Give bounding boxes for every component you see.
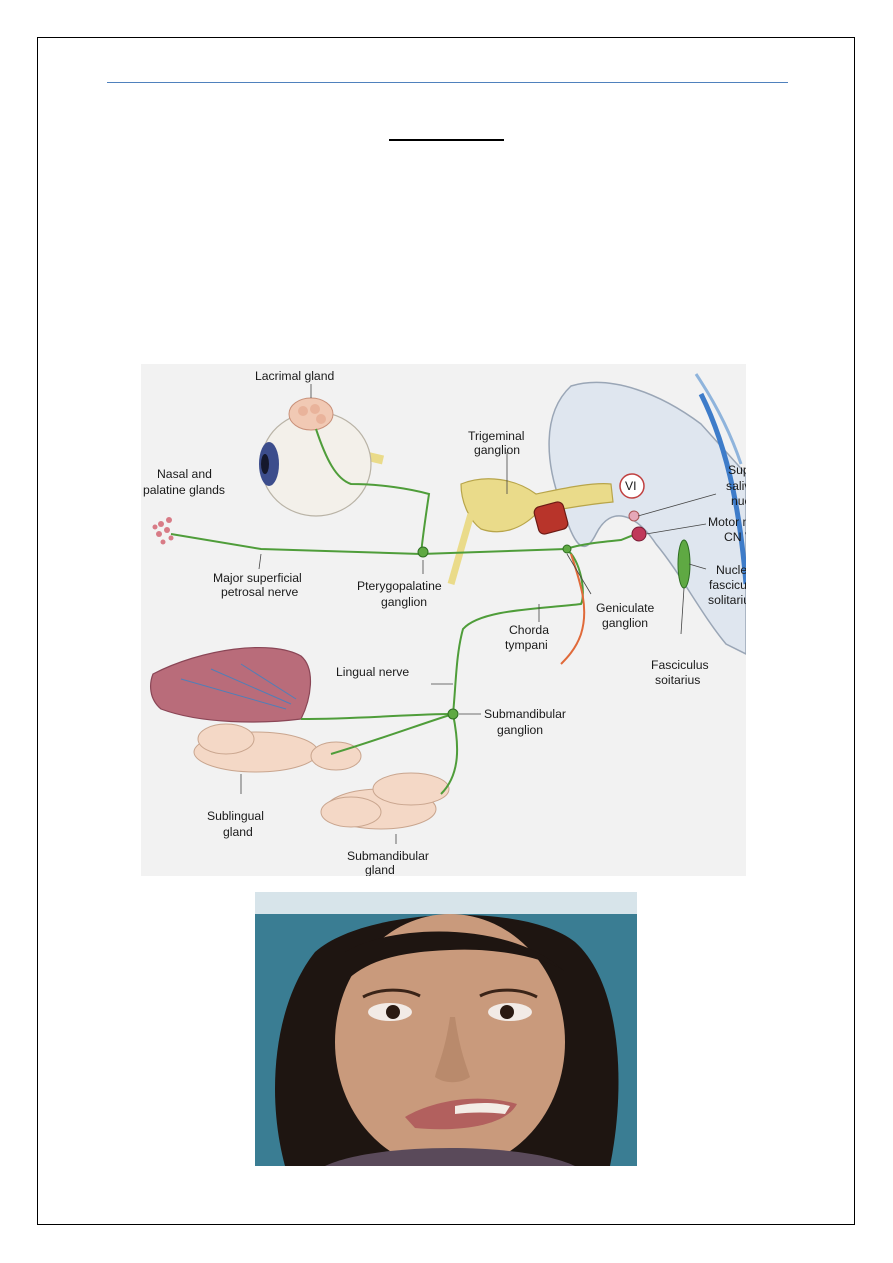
parasympathetic-nerves: [170, 428, 642, 795]
label-fasciculus-soitarius: Fasciculus: [651, 658, 709, 672]
label-pterygopalatine: Pterygopalatine: [357, 579, 442, 593]
patient-photo-svg: [255, 892, 637, 1166]
label-nasal-palatine: Nasal and: [157, 467, 212, 481]
sublingual-gland: [193, 723, 362, 773]
trigeminal-ganglion: [364, 451, 614, 585]
submandibular-gland: [320, 772, 450, 830]
label-geniculate-2: ganglion: [602, 616, 648, 630]
label-submandibular-ganglion-2: ganglion: [497, 723, 543, 737]
label-superior-salivatory: Superior: [728, 463, 746, 477]
chorda-tympani-fiber: [560, 553, 586, 665]
page-border: [37, 37, 855, 1225]
label-chorda-2: tympani: [505, 638, 548, 652]
label-submandibular-ganglion: Submandibular: [484, 707, 566, 721]
label-cn-vi: VI: [625, 479, 637, 493]
nose: [435, 1017, 470, 1083]
label-major-petrosal: Major superficial: [213, 571, 302, 585]
label-pterygopalatine-2: ganglion: [381, 595, 427, 609]
label-lacrimal-gland: Lacrimal gland: [255, 369, 334, 383]
label-nucleus-fasciculus: Nucleus: [716, 563, 746, 577]
internal-acoustic-structure: [533, 501, 569, 535]
label-geniculate: Geniculate: [596, 601, 654, 615]
label-trigeminal-ganglion-2: ganglion: [474, 443, 520, 457]
label-chorda: Chorda: [509, 623, 549, 637]
label-submandibular-gland: Submandibular: [347, 849, 429, 863]
title-underline: [389, 139, 504, 141]
label-nasal-palatine-2: palatine glands: [143, 483, 225, 497]
diagram-svg: Lacrimal gland Trigeminal ganglion Nasal…: [141, 364, 746, 876]
leader-lines: [240, 384, 717, 844]
facial-nerve-parasympathetic-diagram: Lacrimal gland Trigeminal ganglion Nasal…: [141, 364, 746, 876]
label-nucleus-fasciculus-2: fasciculus: [709, 578, 746, 592]
label-superior-salivatory-3: nucleus: [731, 494, 746, 508]
label-motor-nucleus: Motor nucleus: [708, 515, 746, 529]
lacrimal-gland: [288, 397, 334, 431]
label-major-petrosal-2: petrosal nerve: [221, 585, 298, 599]
superior-salivatory-nucleus-dot: [628, 510, 640, 522]
label-trigeminal-ganglion: Trigeminal: [468, 429, 524, 443]
motor-nucleus-dot: [631, 526, 647, 542]
patient-photo: [255, 892, 637, 1166]
eye: [259, 411, 372, 517]
header-rule: [107, 82, 788, 83]
label-superior-salivatory-2: salivatory: [726, 479, 746, 493]
cn-vi-circle: [619, 473, 645, 499]
label-sublingual-gland-2: gland: [223, 825, 253, 839]
nucleus-fasciculus-solitarius-shape: [677, 539, 691, 589]
label-lingual-nerve: Lingual nerve: [336, 665, 409, 679]
geniculate-ganglion-dot: [562, 544, 572, 554]
pterygopalatine-ganglion-dot: [417, 546, 429, 558]
label-fasciculus-soitarius-2: soitarius: [655, 673, 700, 687]
label-nucleus-fasciculus-3: solitarius: [708, 593, 746, 607]
label-motor-nucleus-2: CN VII: [724, 530, 746, 544]
nasal-palatine-glands: [152, 517, 174, 545]
label-sublingual-gland: Sublingual: [207, 809, 264, 823]
label-submandibular-gland-2: gland: [365, 863, 395, 876]
submandibular-ganglion-dot: [447, 708, 459, 720]
